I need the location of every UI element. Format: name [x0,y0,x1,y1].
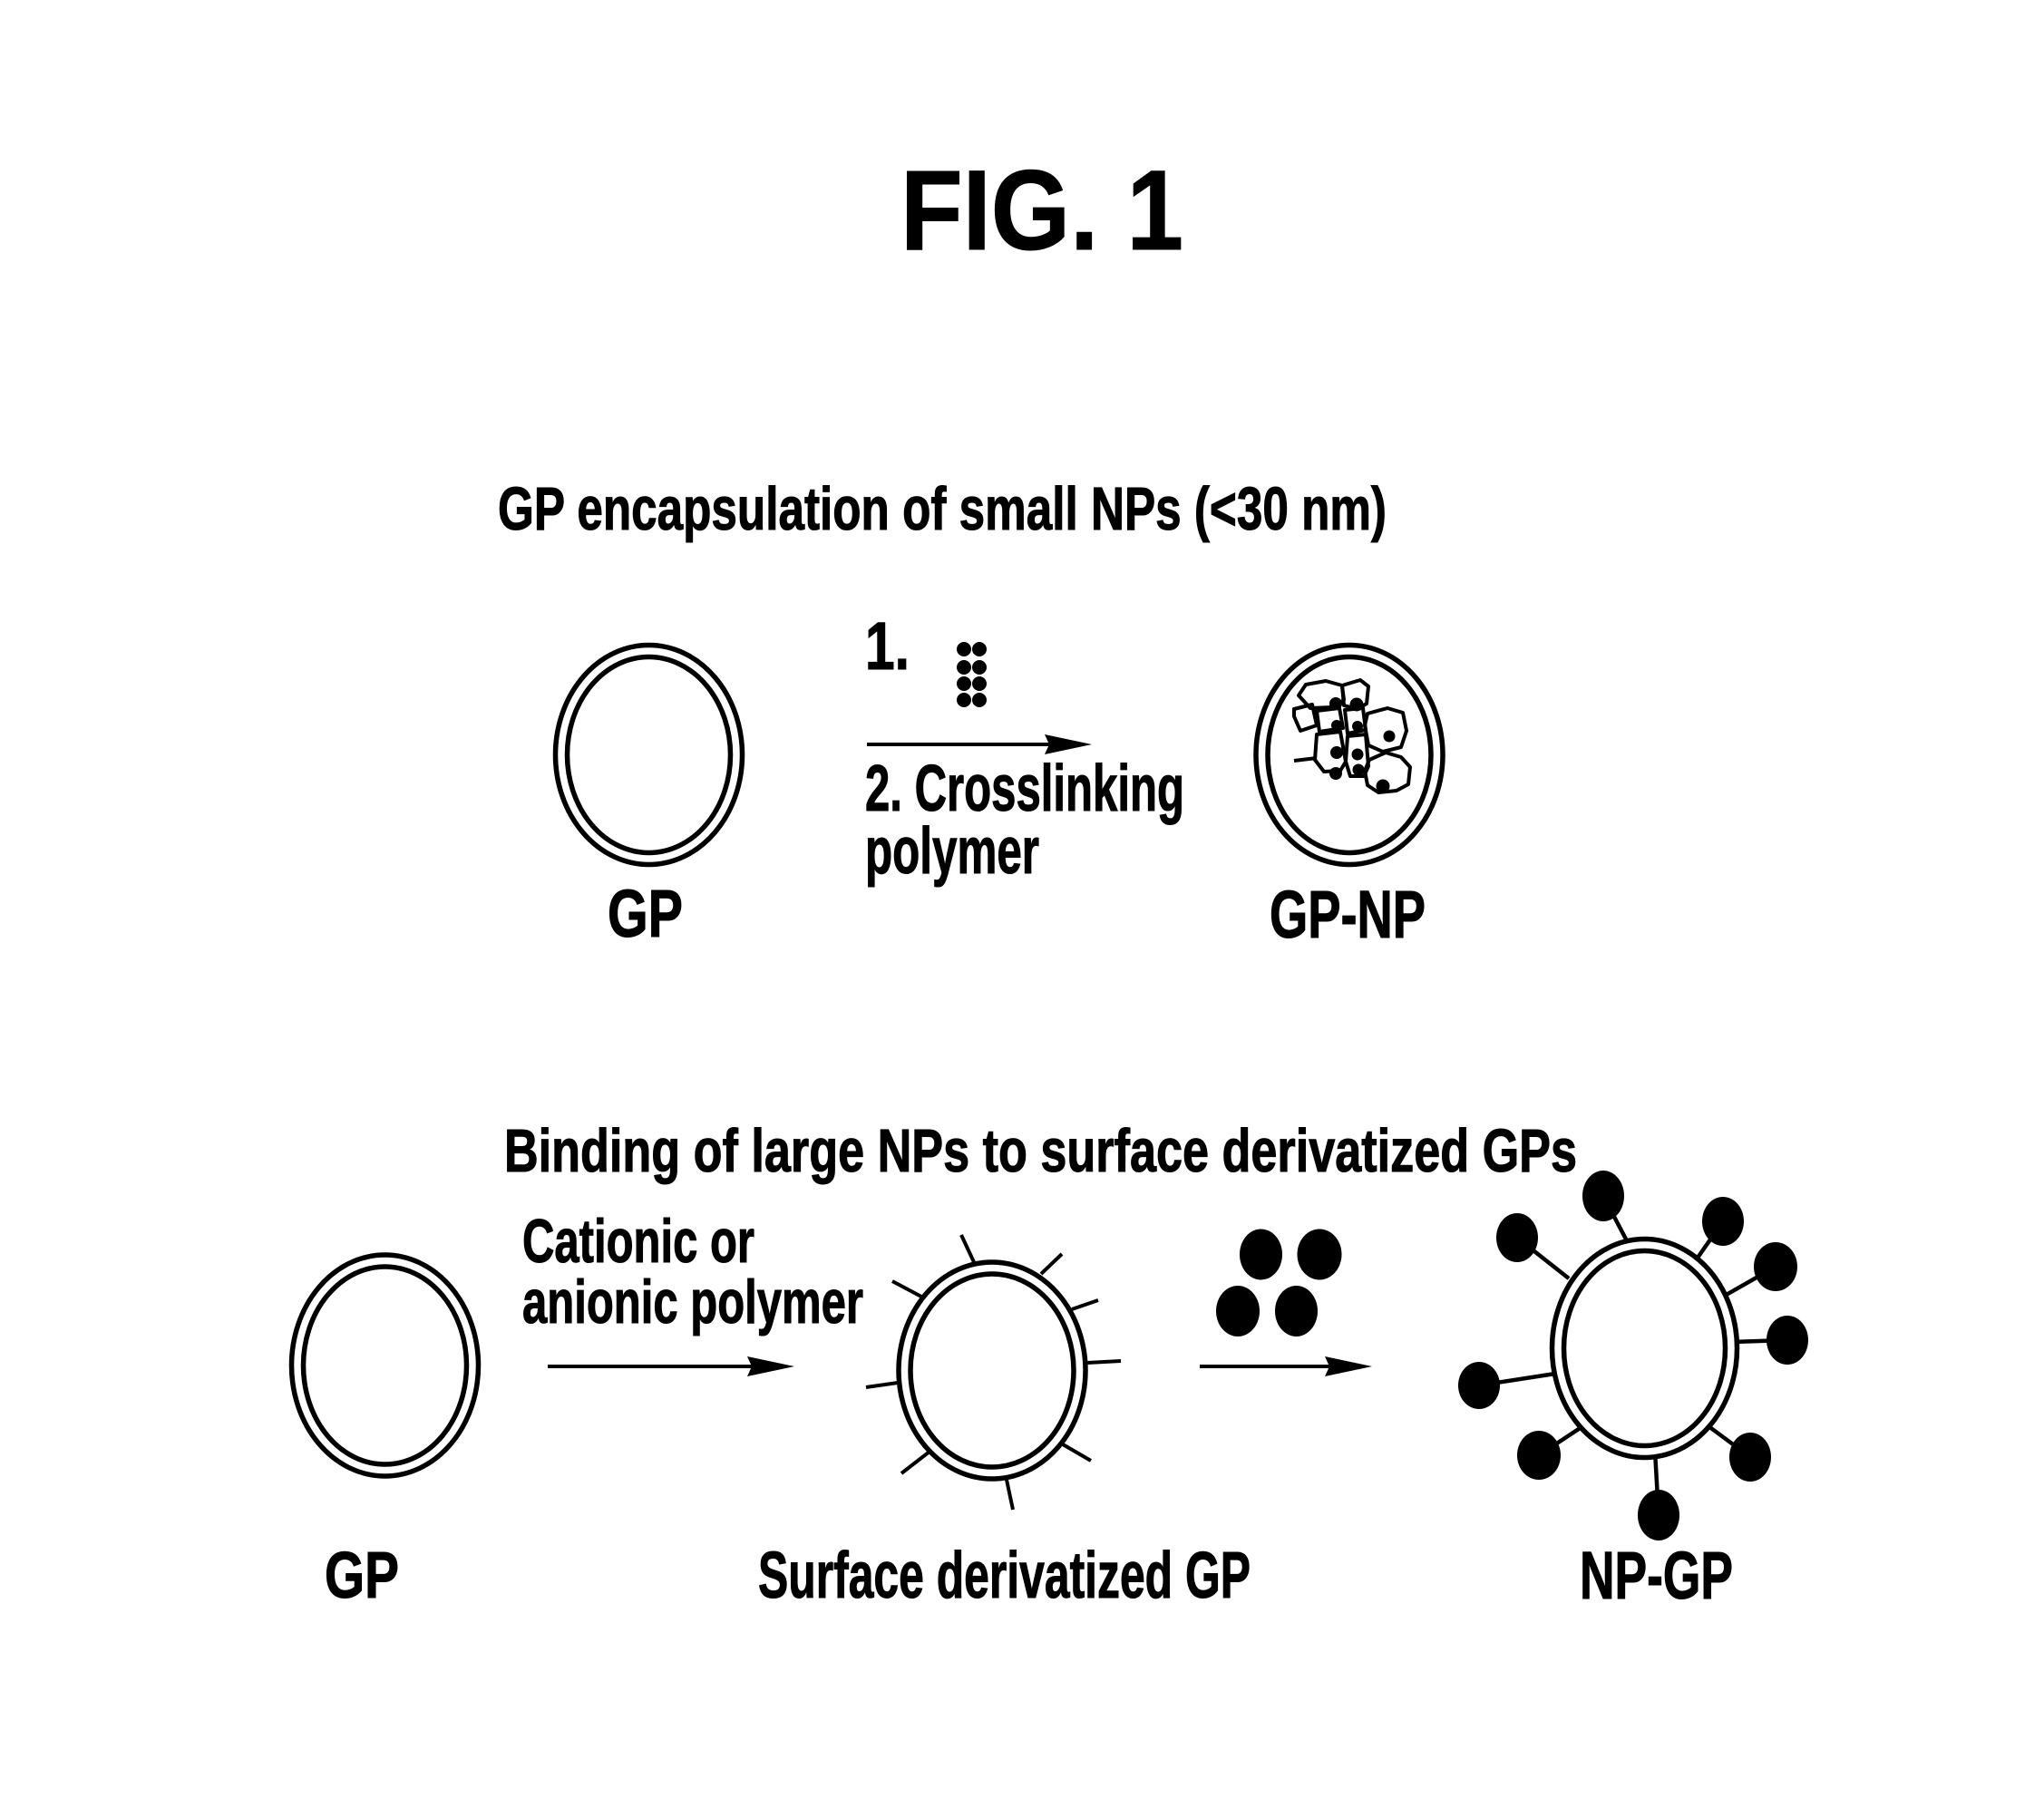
svg-text:GP: GP [325,1540,399,1612]
svg-text:GP encapsulation of small NPs: GP encapsulation of small NPs (<30 nm) [498,475,1387,543]
svg-text:NP-GP: NP-GP [1580,1538,1733,1613]
svg-text:Binding of large NPs to surfac: Binding of large NPs to surface derivati… [504,1117,1577,1185]
svg-text:GP: GP [608,876,683,951]
svg-text:2. Crosslinking: 2. Crosslinking [865,753,1184,825]
svg-text:Surface derivatized GP: Surface derivatized GP [758,1540,1251,1612]
svg-text:anionic polymer: anionic polymer [522,1268,863,1336]
svg-text:Cationic or: Cationic or [522,1207,754,1276]
svg-text:polymer: polymer [865,815,1039,888]
svg-text:GP-NP: GP-NP [1270,877,1426,952]
svg-text:FIG. 1: FIG. 1 [900,148,1183,274]
svg-text:1.: 1. [865,608,910,684]
